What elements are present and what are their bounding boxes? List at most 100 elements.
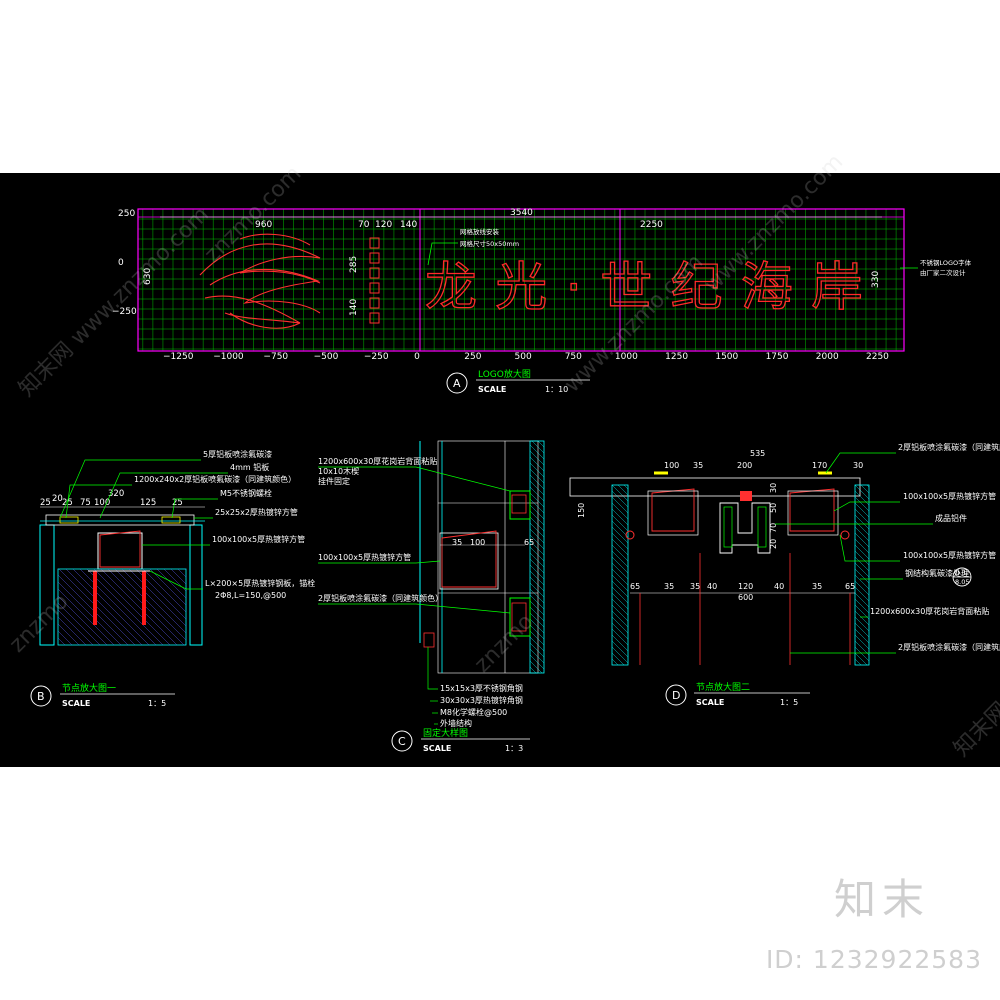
dim-side-330: 330 — [871, 271, 881, 288]
cad-drawing: 龙光·世纪海岸 35 40 960 70 120 140 2250 630 285… — [30, 208, 1000, 753]
logo-text: 龙光·世纪海岸 — [425, 258, 865, 318]
dim-side-285: 285 — [349, 256, 359, 273]
callout-d1: D.1 8.05 — [952, 567, 972, 587]
c-note-7: M8化学螺栓@500 — [440, 707, 507, 717]
d-note-2: 成品铝件 — [935, 513, 967, 523]
vertical-text-column — [369, 237, 380, 324]
detail-d — [569, 471, 870, 666]
d-dim-200: 200 — [737, 461, 752, 470]
d-dim-b35b: 35 — [690, 582, 700, 591]
c-note-3: 100x100x5厚热镀锌方管 — [318, 552, 411, 562]
logo-mark — [199, 233, 321, 329]
svg-text:固定大样图: 固定大样图 — [423, 727, 468, 739]
b-dim-100: 100 — [94, 498, 110, 508]
b-note-0: 5厚铝板喷涂氟碳漆 — [203, 449, 272, 459]
d-dim-s30: 30 — [769, 483, 778, 493]
svg-text:SCALE: SCALE — [478, 385, 506, 394]
x-tick-label: 2000 — [816, 352, 839, 362]
svg-text:LOGO放大图: LOGO放大图 — [478, 368, 531, 380]
note-grid: 网格尺寸50x50mm — [460, 239, 519, 248]
image-id: ID: 1232922583 — [765, 945, 982, 974]
x-tick-label: 1000 — [615, 352, 638, 362]
x-tick-label: 1250 — [665, 352, 688, 362]
dim-top-2250: 2250 — [640, 220, 663, 230]
svg-text:B: B — [37, 690, 45, 703]
x-tick-label: 1750 — [766, 352, 789, 362]
x-tick-label: −1000 — [213, 352, 244, 362]
c-note-2: 挂件固定 — [318, 476, 350, 486]
d-dim-150: 150 — [577, 503, 586, 518]
b-dim-25b: 25 — [62, 498, 73, 508]
x-tick-label: −500 — [314, 352, 339, 362]
dim-top-120: 120 — [375, 220, 392, 230]
dim-top-140: 140 — [400, 220, 417, 230]
cad-drawing-canvas: 龙光·世纪海岸 35 40 960 70 120 140 2250 630 285… — [0, 173, 1000, 767]
d-dim-b120: 120 — [738, 582, 753, 591]
x-tick-label: 0 — [414, 352, 420, 362]
svg-text:SCALE: SCALE — [423, 744, 451, 753]
c-note-4: 2厚铝板喷涂氟碳漆（同建筑颜色） — [318, 593, 443, 603]
b-note-7: 2Φ8,L=150,@500 — [215, 591, 286, 600]
dim-side-630: 630 — [143, 268, 153, 285]
detail-c — [419, 440, 545, 674]
label-d: D 节点放大图二 SCALE 1：5 — [665, 681, 810, 707]
d-dim-b40b: 40 — [774, 582, 784, 591]
d-note-0: 2厚铝板喷涂氟碳漆（同建筑颜色） — [898, 442, 1000, 452]
label-a: A LOGO放大图 SCALE 1：10 — [446, 368, 590, 394]
svg-text:1：5: 1：5 — [148, 699, 166, 708]
svg-text:1：3: 1：3 — [505, 744, 523, 753]
d-dim-b65b: 65 — [845, 582, 855, 591]
svg-text:节点放大图一: 节点放大图一 — [62, 682, 116, 694]
detail-b — [39, 506, 205, 646]
svg-text:1：10: 1：10 — [545, 385, 568, 394]
svg-text:节点放大图二: 节点放大图二 — [696, 681, 750, 693]
svg-text:SCALE: SCALE — [696, 698, 724, 707]
d-dim-b600: 600 — [738, 593, 753, 602]
svg-text:8.05: 8.05 — [955, 578, 969, 586]
b-note-2: 1200x240x2厚铝板喷氟碳漆（同建筑颜色） — [134, 474, 296, 484]
y-tick-label: −250 — [112, 307, 137, 317]
d-dim-b35c: 35 — [812, 582, 822, 591]
note-right-2: 由厂家二次设计 — [920, 268, 966, 277]
d-dim-b65a: 65 — [630, 582, 640, 591]
logo-axis-labels: −1250 −1000 −750 −500 −250 0 250 500 750 1000 1250… — [112, 209, 889, 362]
note-right-1: 不锈钢LOGO字体 — [920, 258, 972, 267]
d-dim-b35a: 35 — [664, 582, 674, 591]
svg-text:SCALE: SCALE — [62, 699, 90, 708]
y-tick-label: 0 — [118, 258, 124, 268]
x-tick-label: −1250 — [163, 352, 194, 362]
d-note-1: 100x100x5厚热镀锌方管 — [903, 491, 996, 501]
y-tick-label: 250 — [118, 209, 135, 219]
x-tick-label: 750 — [565, 352, 582, 362]
d-dim-b40a: 40 — [707, 582, 717, 591]
c-note-1: 10x10木楔 — [318, 466, 359, 476]
b-note-5: 100x100x5厚热镀锌方管 — [212, 534, 305, 544]
dim-top-70: 70 — [358, 220, 370, 230]
b-note-6: L×200×5厚热镀锌钢板，锚栓 — [205, 578, 315, 588]
x-tick-label: −750 — [263, 352, 288, 362]
b-dim-125: 125 — [140, 498, 156, 508]
c-dim-35: 35 — [452, 538, 462, 547]
dim-top-960: 960 — [255, 220, 272, 230]
c-note-0: 1200x600x30厚花岗岩背面粘贴 — [318, 456, 437, 466]
x-tick-label: 250 — [464, 352, 481, 362]
x-tick-label: 2250 — [866, 352, 889, 362]
svg-text:D.1: D.1 — [955, 569, 966, 577]
x-tick-label: 1500 — [715, 352, 738, 362]
label-b: B 节点放大图一 SCALE 1：5 — [30, 682, 175, 708]
b-note-1: 4mm 铝板 — [230, 462, 269, 472]
d-dim-s50: 50 — [769, 503, 778, 513]
dim-side-140: 140 — [349, 299, 359, 316]
b-dim-75: 75 — [80, 498, 91, 508]
note-mount: 网格放线安装 — [460, 227, 500, 236]
svg-text:C: C — [398, 735, 406, 748]
d-note-4: 钢结构氟碳漆处理 — [905, 568, 969, 578]
d-note-6: 2厚铝板喷涂氟碳漆（同建筑颜色） — [898, 642, 1000, 652]
c-dim-100: 100 — [470, 538, 485, 547]
x-tick-label: 500 — [515, 352, 532, 362]
d-note-5: 1200x600x30厚花岗岩背面粘贴 — [870, 606, 989, 616]
b-dim-320: 320 — [108, 489, 124, 499]
label-c: C 固定大样图 SCALE 1：3 — [391, 727, 530, 753]
d-dim-100: 100 — [664, 461, 679, 470]
d-dim-30: 30 — [853, 461, 863, 470]
